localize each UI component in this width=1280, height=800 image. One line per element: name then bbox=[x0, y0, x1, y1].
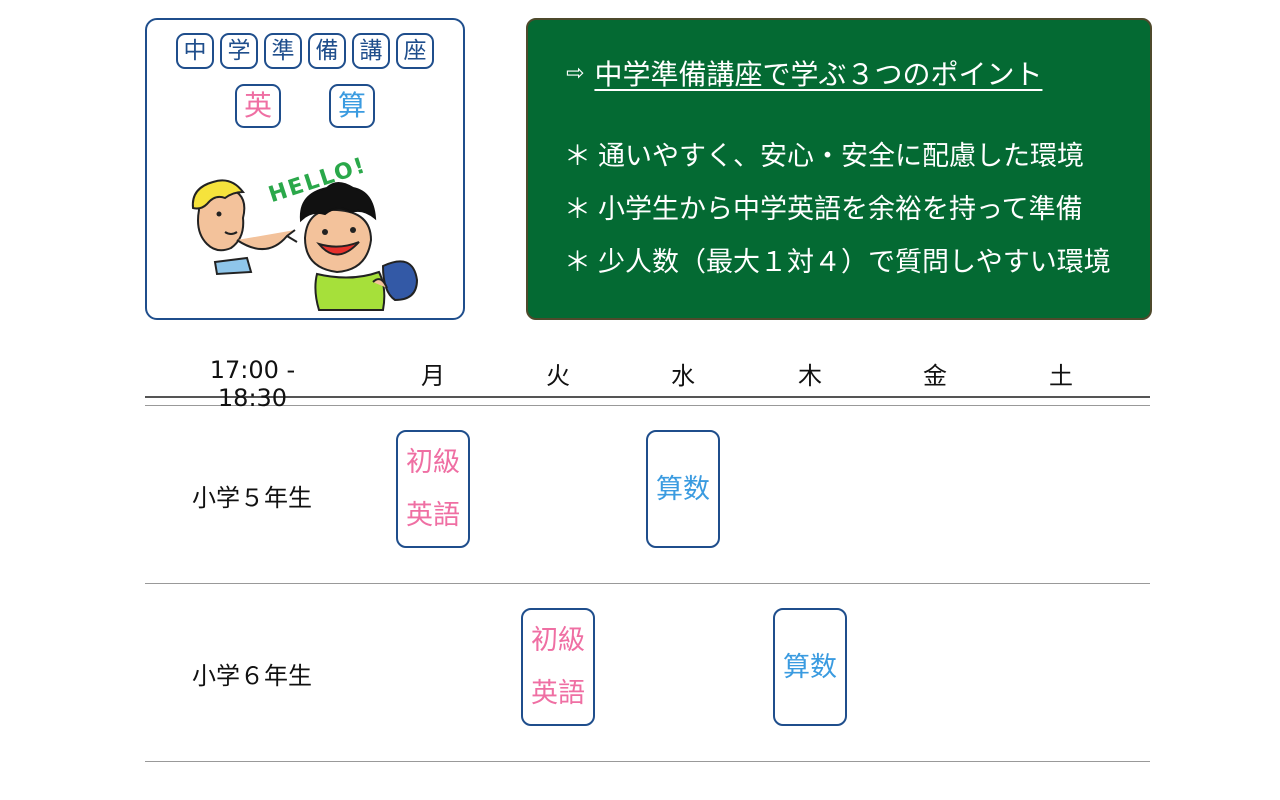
point-item: ＊ 少人数（最大１対４）で質問しやすい環境 bbox=[564, 236, 1111, 289]
title-char: 備 bbox=[308, 33, 346, 69]
title-char: 学 bbox=[220, 33, 258, 69]
schedule-header: 17:00 - 18:30 月 火 水 木 金 土 bbox=[145, 352, 1150, 412]
point-item: ＊ 小学生から中学英語を余裕を持って準備 bbox=[564, 183, 1111, 236]
title-char: 講 bbox=[352, 33, 390, 69]
asterisk-icon: ＊ bbox=[564, 194, 591, 225]
points-title: 中学準備講座で学ぶ３つのポイント bbox=[594, 58, 1043, 91]
grade-label: 小学５年生 bbox=[192, 484, 312, 512]
title-char: 座 bbox=[396, 33, 434, 69]
class-subject-text: 算数 bbox=[783, 651, 837, 683]
schedule-row: 小学６年生 初級英語 算数 bbox=[145, 584, 1150, 762]
day-header: 水 bbox=[671, 362, 695, 390]
schedule-table: 17:00 - 18:30 月火水木金土 小学５年生初級英語算数小学６年生初級英… bbox=[145, 352, 1150, 762]
course-logo-card: 中学準備講座 英算 HELLO! bbox=[145, 18, 465, 320]
day-header: 金 bbox=[923, 362, 947, 390]
header-divider bbox=[145, 398, 1150, 406]
class-slot[interactable]: 初級英語 bbox=[521, 608, 595, 726]
class-slot[interactable]: 算数 bbox=[773, 608, 847, 726]
class-subject-text: 初級 bbox=[406, 447, 460, 478]
points-list: ＊ 通いやすく、安心・安全に配慮した環境 ＊ 小学生から中学英語を余裕を持って準… bbox=[564, 130, 1111, 289]
point-text: 小学生から中学英語を余裕を持って準備 bbox=[598, 194, 1083, 225]
day-header: 火 bbox=[546, 362, 570, 390]
points-heading: ⇨ 中学準備講座で学ぶ３つのポイント bbox=[566, 53, 1042, 93]
title-char: 中 bbox=[176, 33, 214, 69]
class-slot[interactable]: 算数 bbox=[646, 430, 720, 548]
day-header: 土 bbox=[1049, 362, 1073, 390]
point-text: 少人数（最大１対４）で質問しやすい環境 bbox=[598, 247, 1111, 278]
class-subject-text: 算数 bbox=[656, 473, 710, 505]
time-slot-label: 17:00 - 18:30 bbox=[209, 356, 296, 412]
point-item: ＊ 通いやすく、安心・安全に配慮した環境 bbox=[564, 130, 1111, 183]
arrow-icon: ⇨ bbox=[566, 60, 585, 86]
class-subject-text: 英語 bbox=[406, 500, 460, 531]
points-chalkboard: ⇨ 中学準備講座で学ぶ３つのポイント ＊ 通いやすく、安心・安全に配慮した環境 … bbox=[526, 18, 1152, 320]
class-slot[interactable]: 初級英語 bbox=[396, 430, 470, 548]
subject-char: 算 bbox=[329, 84, 375, 128]
class-subject-text: 初級 bbox=[531, 625, 585, 656]
subject-chars: 英算 bbox=[147, 84, 463, 128]
class-subject-text: 英語 bbox=[531, 678, 585, 709]
title-char: 準 bbox=[264, 33, 302, 69]
kids-illustration bbox=[191, 179, 419, 311]
point-text: 通いやすく、安心・安全に配慮した環境 bbox=[598, 141, 1084, 172]
asterisk-icon: ＊ bbox=[564, 247, 591, 278]
subject-char: 英 bbox=[235, 84, 281, 128]
grade-label: 小学６年生 bbox=[192, 662, 312, 690]
day-header: 木 bbox=[798, 362, 822, 390]
asterisk-icon: ＊ bbox=[564, 141, 591, 172]
course-title-chars: 中学準備講座 bbox=[147, 33, 463, 69]
day-header: 月 bbox=[421, 362, 445, 390]
schedule-row: 小学５年生 初級英語 算数 bbox=[145, 406, 1150, 584]
